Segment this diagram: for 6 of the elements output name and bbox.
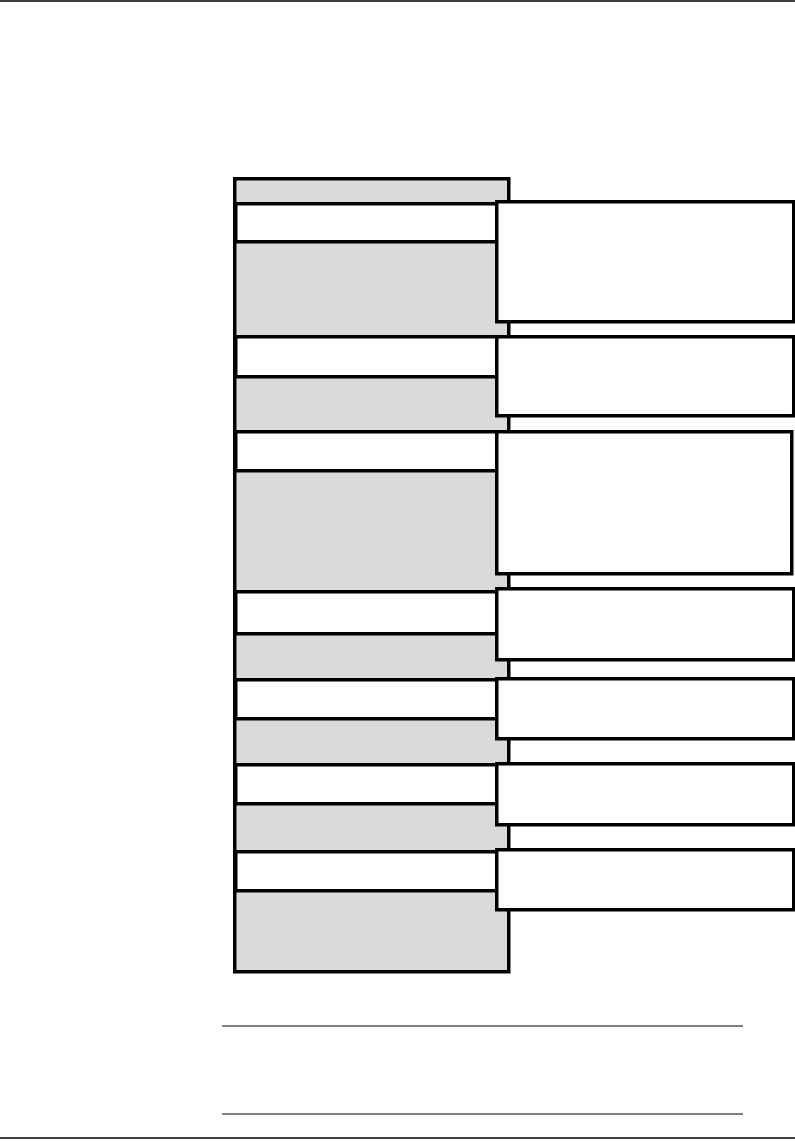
side-box <box>495 762 795 827</box>
side-box <box>495 587 795 662</box>
side-box <box>495 430 794 576</box>
side-box <box>495 848 795 912</box>
side-box <box>495 200 795 324</box>
side-box <box>495 677 795 741</box>
